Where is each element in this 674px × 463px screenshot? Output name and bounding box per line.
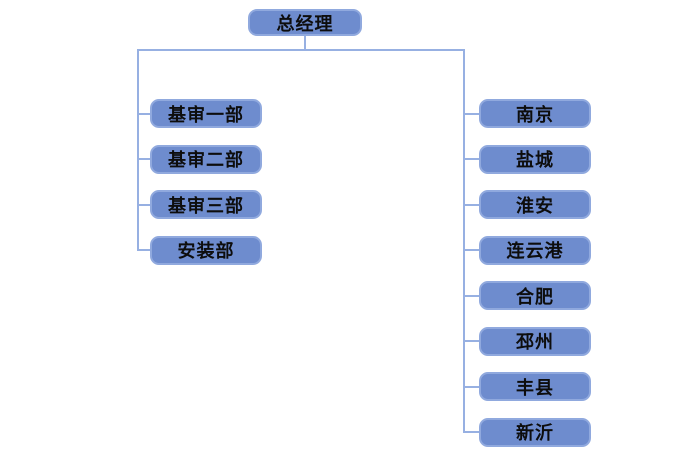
connector-line bbox=[137, 203, 150, 206]
connector-line bbox=[137, 49, 139, 251]
connector-line bbox=[463, 294, 479, 297]
org-node-right-4: 合肥 bbox=[479, 281, 591, 310]
org-node-root: 总经理 bbox=[248, 9, 362, 36]
connector-line bbox=[463, 385, 479, 388]
connector-line bbox=[463, 112, 479, 115]
org-node-right-5: 邳州 bbox=[479, 326, 591, 356]
connector-line bbox=[137, 158, 150, 160]
connector-line bbox=[463, 249, 479, 251]
connector-line bbox=[137, 49, 465, 51]
org-node-right-0: 南京 bbox=[479, 99, 591, 128]
org-node-right-3: 连云港 bbox=[479, 235, 591, 265]
connector-line bbox=[463, 431, 479, 433]
org-node-left-0: 基审一部 bbox=[150, 99, 262, 128]
connector-line bbox=[137, 249, 150, 251]
connector-line bbox=[463, 203, 479, 206]
org-node-left-2: 基审三部 bbox=[150, 190, 262, 219]
connector-line bbox=[304, 36, 306, 51]
org-node-right-6: 丰县 bbox=[479, 372, 591, 401]
connector-line bbox=[463, 49, 465, 433]
connector-line bbox=[137, 112, 150, 115]
connector-line bbox=[463, 158, 479, 160]
org-node-left-1: 基审二部 bbox=[150, 144, 262, 174]
org-node-right-7: 新沂 bbox=[479, 417, 591, 447]
org-node-left-3: 安装部 bbox=[150, 235, 262, 265]
connector-line bbox=[463, 340, 479, 342]
org-node-right-2: 淮安 bbox=[479, 190, 591, 219]
org-node-right-1: 盐城 bbox=[479, 144, 591, 174]
